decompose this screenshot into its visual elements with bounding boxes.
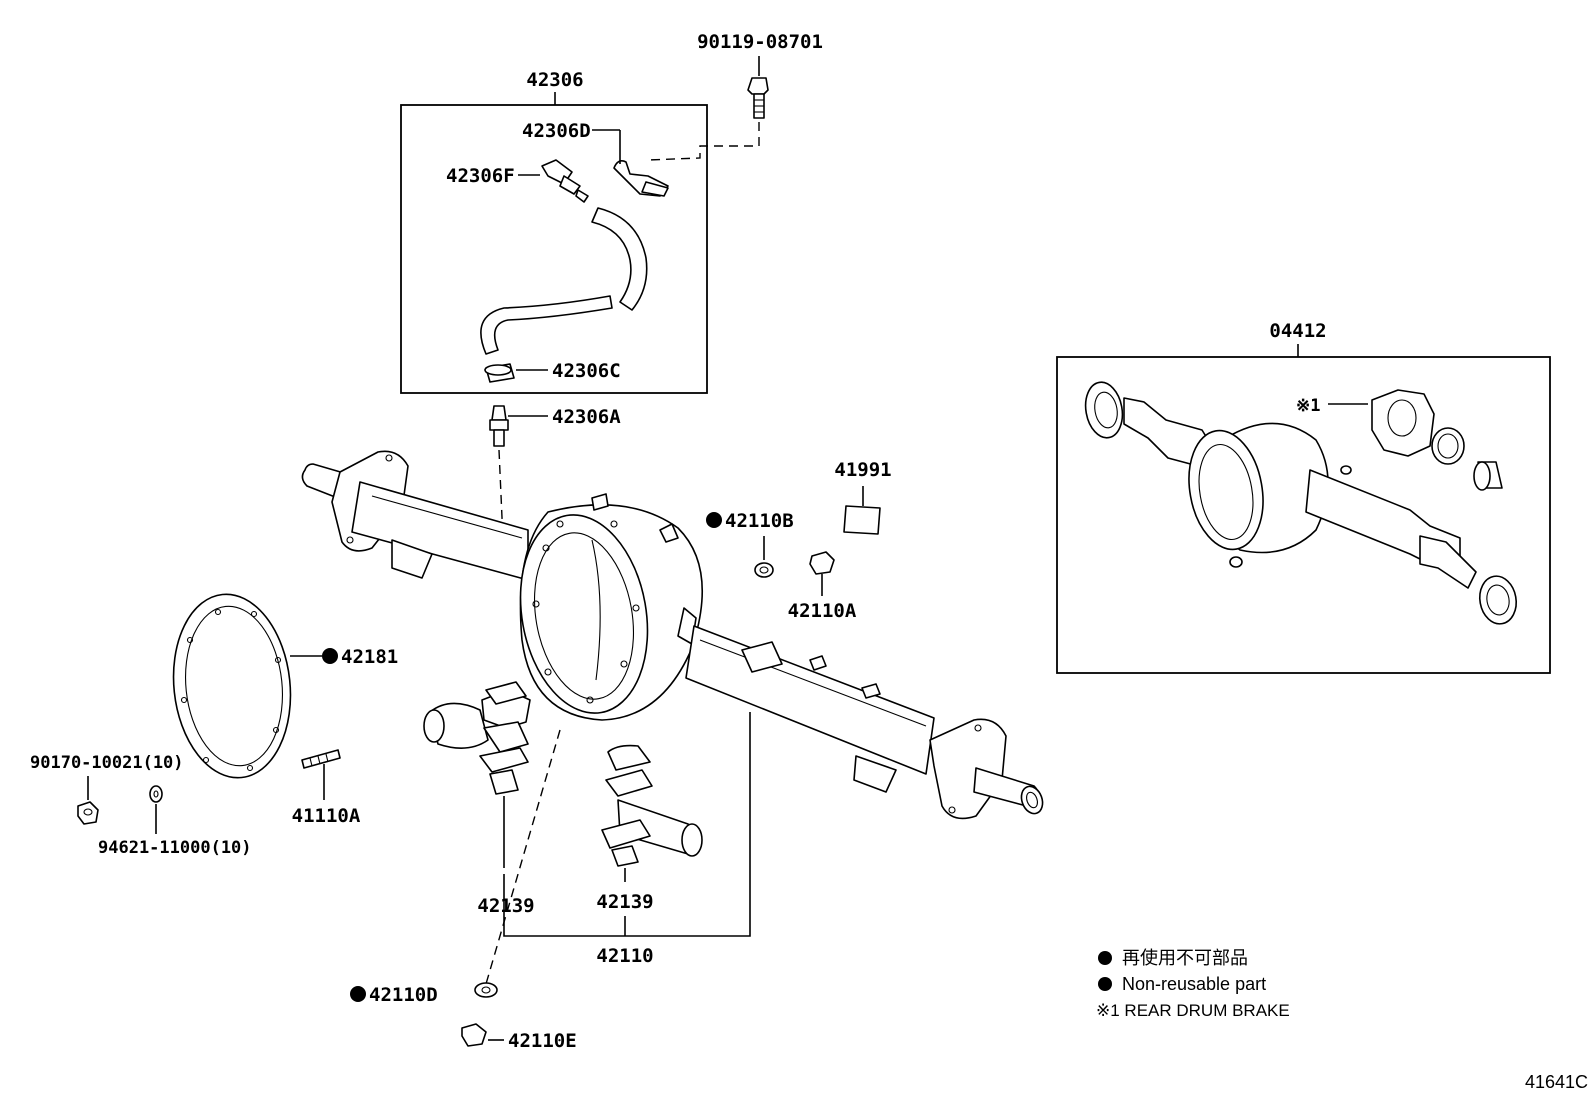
washer-42110D[interactable] (474, 982, 498, 998)
hose-clip-42306C[interactable] (484, 363, 515, 383)
rear-axle-housing[interactable] (301, 450, 1046, 820)
label-42306C[interactable]: 42306C (552, 360, 621, 382)
label-04412[interactable]: 04412 (1269, 320, 1326, 342)
spring-seat-right-42139[interactable] (601, 744, 703, 867)
label-42110D[interactable]: 42110D (369, 984, 438, 1006)
label-42110A[interactable]: 42110A (788, 600, 857, 622)
label-90170-10021[interactable]: 90170-10021(10) (30, 753, 184, 773)
legend-note: ※1 REAR DRUM BRAKE (1096, 1001, 1290, 1020)
label-41991[interactable]: 41991 (834, 459, 891, 481)
union-42306F[interactable] (541, 159, 589, 203)
label-42181[interactable]: 42181 (341, 646, 398, 668)
bolt-leader (647, 122, 760, 161)
plug-42110E[interactable] (461, 1023, 487, 1047)
legend-bullet-ja (1098, 951, 1112, 965)
label-42110E[interactable]: 42110E (508, 1030, 577, 1052)
label-42306A[interactable]: 42306A (552, 406, 621, 428)
housing-bracket-leader (503, 712, 751, 937)
label-41110A[interactable]: 41110A (292, 805, 361, 827)
washer-94621-11000[interactable] (149, 785, 163, 803)
diagram-id: 41641C (1525, 1072, 1588, 1092)
nut-90170-10021[interactable] (77, 801, 99, 825)
non-reusable-mark-42110B (706, 512, 722, 528)
hose-kit-box (400, 104, 708, 394)
legend-bullet-en (1098, 977, 1112, 991)
spring-seat-left-42139[interactable] (423, 681, 531, 795)
legend-line-en: Non-reusable part (1122, 974, 1266, 994)
label-42110B[interactable]: 42110B (725, 510, 794, 532)
housing-set-box (1056, 356, 1551, 674)
clamp-bracket-42306D[interactable] (613, 160, 669, 197)
label-94621-11000[interactable]: 94621-11000(10) (98, 838, 252, 858)
label-note-ref[interactable]: ※1 (1296, 396, 1320, 416)
bolt-90119-08701[interactable] (747, 77, 769, 119)
gasket-42181[interactable] (165, 588, 300, 783)
breather-plug-42306A[interactable] (489, 405, 509, 447)
legend-line-ja: 再使用不可部品 (1122, 948, 1248, 968)
label-42306D[interactable]: 42306D (522, 120, 591, 142)
hose-kit-group: 42306 42306D 42306F 42306C (400, 69, 708, 394)
label-plate-41991[interactable] (843, 505, 881, 535)
washer-42110B[interactable] (754, 562, 774, 578)
label-42139-right[interactable]: 42139 (596, 891, 653, 913)
housing-set-assembly[interactable] (1081, 379, 1519, 626)
stud-41110A[interactable] (301, 749, 341, 769)
label-42306[interactable]: 42306 (526, 69, 583, 91)
non-reusable-mark-42110D (350, 986, 366, 1002)
plug-42110A[interactable] (809, 551, 835, 575)
non-reusable-mark-42181 (322, 648, 338, 664)
label-42139-left[interactable]: 42139 (477, 895, 534, 917)
breather-hose[interactable] (480, 207, 648, 355)
label-42110[interactable]: 42110 (596, 945, 653, 967)
label-90119-08701[interactable]: 90119-08701 (697, 31, 823, 53)
label-42306F[interactable]: 42306F (446, 165, 515, 187)
housing-set-group: 04412 (1056, 320, 1551, 674)
legend: 再使用不可部品 Non-reusable part ※1 REAR DRUM B… (1096, 948, 1290, 1020)
